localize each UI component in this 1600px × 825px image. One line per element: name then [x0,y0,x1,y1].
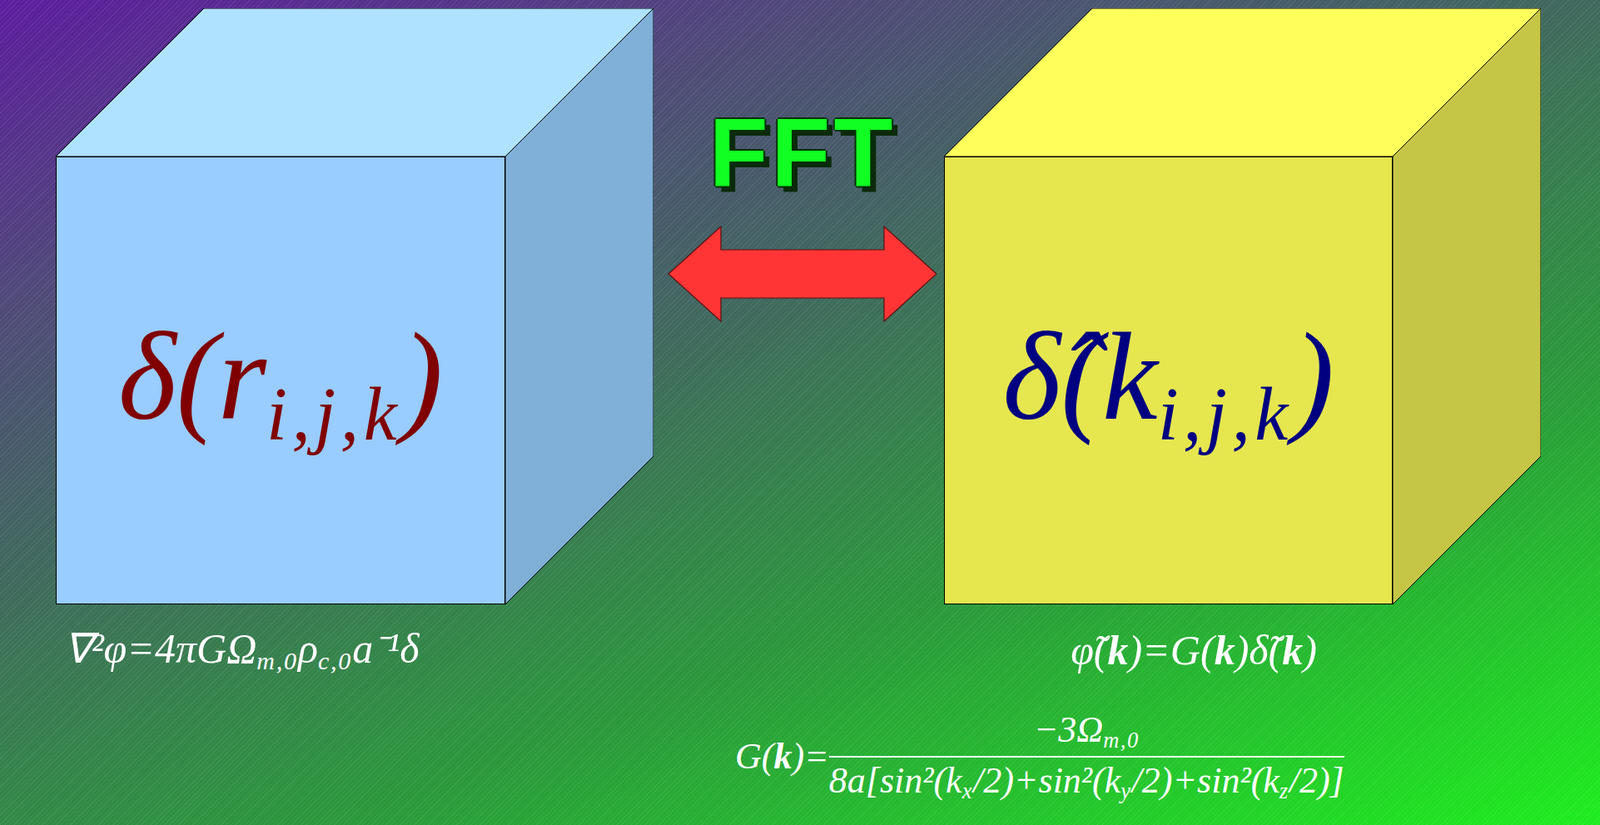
fraction-denominator: 8a[sin²(kx/2)+sin²(ky/2)+sin²(kz/2)] [829,759,1345,805]
green-function-formula: G(k)=−3Ωm,08a[sin²(kx/2)+sin²(ky/2)+sin²… [735,708,1345,805]
cube-face-area: δ(ri,j,k) [55,156,506,605]
cube-symbol: δ(ri,j,k) [118,301,443,460]
edge-label: FFT [709,104,897,202]
cube-face-area: δ̂(ki,j,k) [944,156,1393,605]
fraction-bar [829,755,1345,758]
real-space-cube: δ(ri,j,k) [55,8,654,605]
fraction-lhs: G(k)= [735,735,830,780]
fraction-numerator: −3Ωm,0 [1033,708,1140,755]
potential-equation: φ̃(k)=G(k)δ̃(k) [1070,625,1317,676]
fraction: −3Ωm,08a[sin²(kx/2)+sin²(ky/2)+sin²(kz/2… [829,708,1345,805]
cube-symbol: δ̂(ki,j,k) [1002,301,1334,460]
double-arrow [668,226,937,322]
cube-shape [944,8,1541,605]
fourier-space-cube: δ̂(ki,j,k) [944,8,1541,605]
cube-shape [55,8,654,605]
cube-side-face [505,8,654,605]
cube-front-face [944,157,1393,605]
poisson-equation: ∇²φ=4πGΩm,0ρc,0a⁻¹δ [64,623,420,676]
cube-front-face [56,157,506,605]
cube-side-face [1392,8,1541,605]
